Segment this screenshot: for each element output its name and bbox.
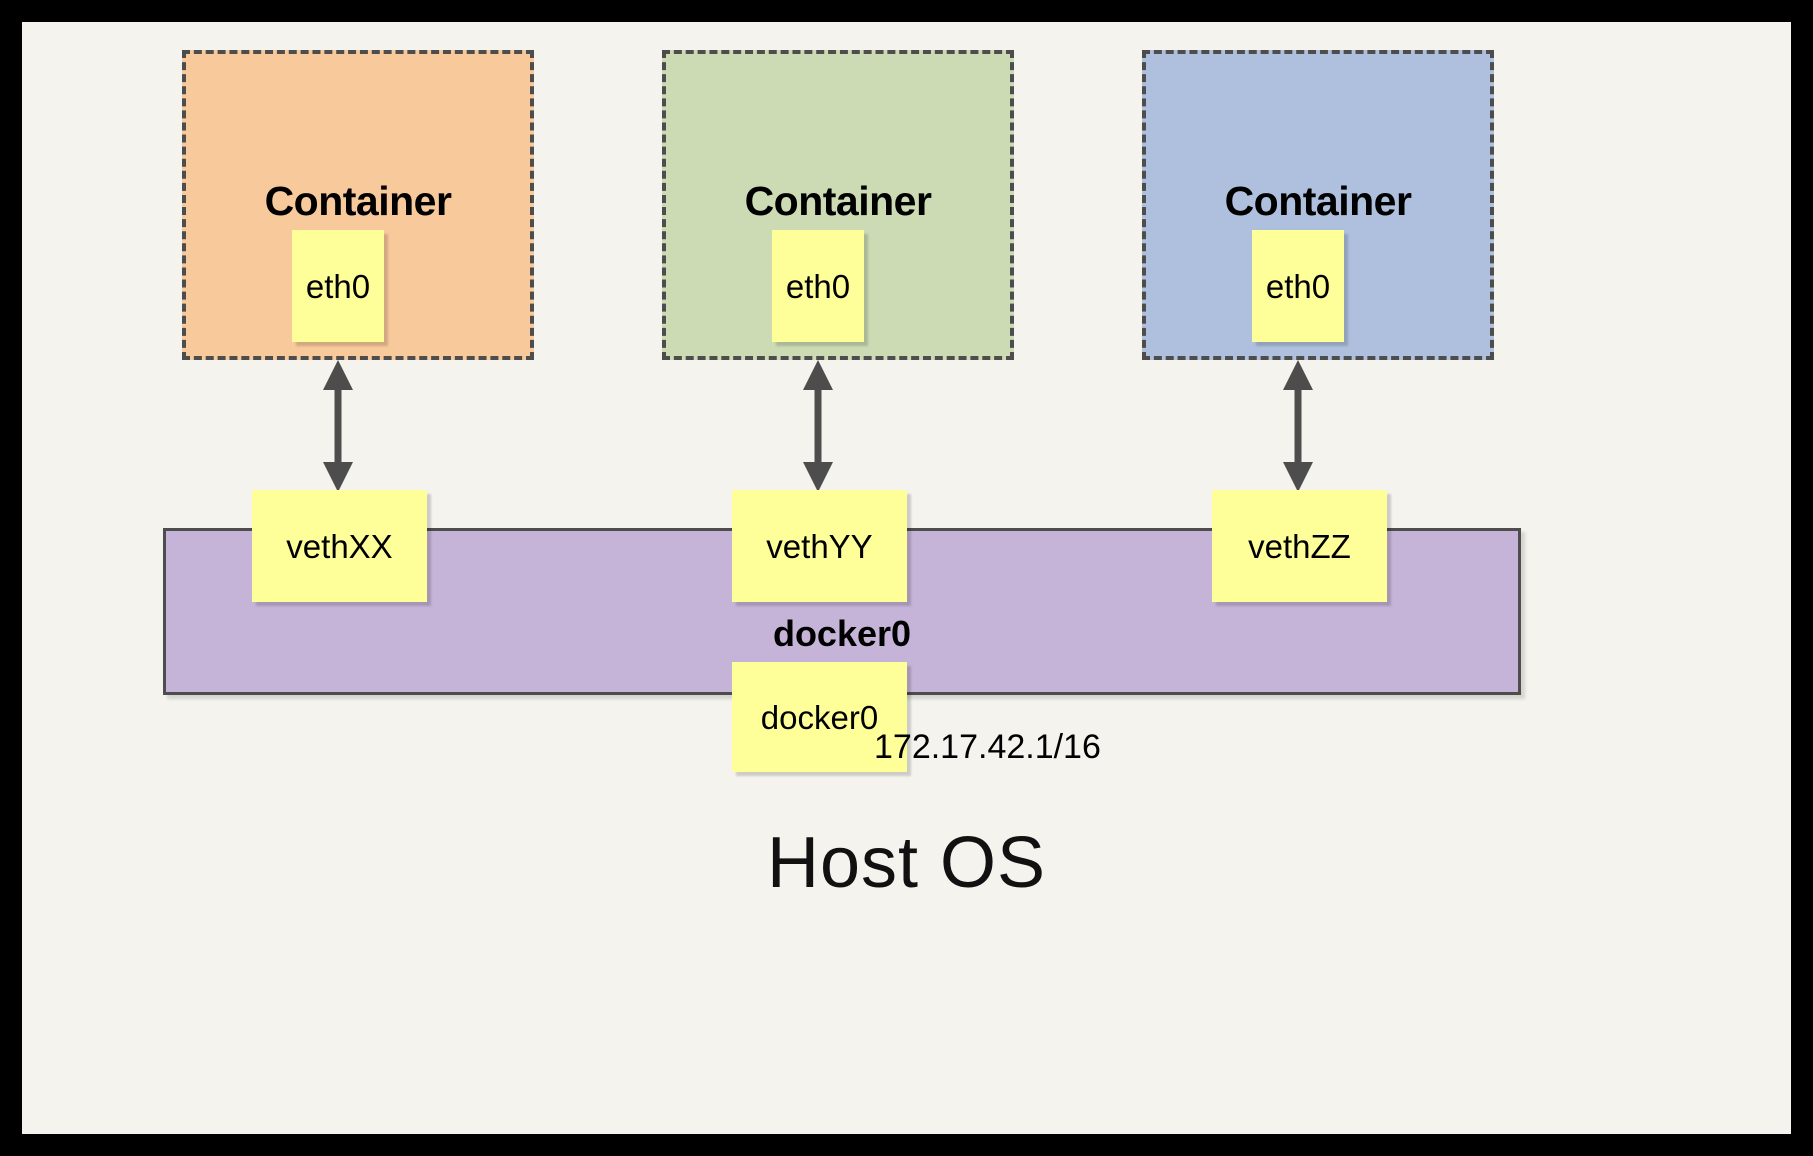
docker0-bridge-label: docker0	[772, 613, 912, 654]
eth0-label-2: eth0	[785, 267, 851, 305]
eth0-interface-note-3: eth0	[1252, 230, 1344, 342]
docker0-note-label: docker0	[760, 698, 879, 736]
veth-label-3: vethZZ	[1248, 527, 1351, 565]
eth0-label-3: eth0	[1265, 267, 1331, 305]
double-arrow-vertical-icon-2	[803, 360, 833, 492]
host-os-label: Host OS	[766, 823, 1047, 903]
veth-note-3: vethZZ	[1212, 490, 1387, 602]
veth-note-1: vethXX	[252, 490, 427, 602]
double-arrow-vertical-icon-1	[323, 360, 353, 492]
veth-label-1: vethXX	[286, 527, 393, 565]
container-box-3: Container	[1142, 50, 1494, 360]
veth-note-2: vethYY	[732, 490, 907, 602]
veth-label-2: vethYY	[766, 527, 873, 565]
diagram-inner-surface: Container eth0 Container eth0 Container …	[22, 22, 1791, 1134]
container-title-3: Container	[1224, 178, 1412, 224]
docker0-interface-note: docker0	[732, 662, 907, 772]
double-arrow-vertical-icon-3	[1283, 360, 1313, 492]
docker0-ip-address: 172.17.42.1/16	[874, 728, 1101, 766]
eth0-label-1: eth0	[305, 267, 371, 305]
eth0-interface-note-2: eth0	[772, 230, 864, 342]
container-title-2: Container	[744, 178, 932, 224]
container-title-1: Container	[264, 178, 452, 224]
eth0-interface-note-1: eth0	[292, 230, 384, 342]
